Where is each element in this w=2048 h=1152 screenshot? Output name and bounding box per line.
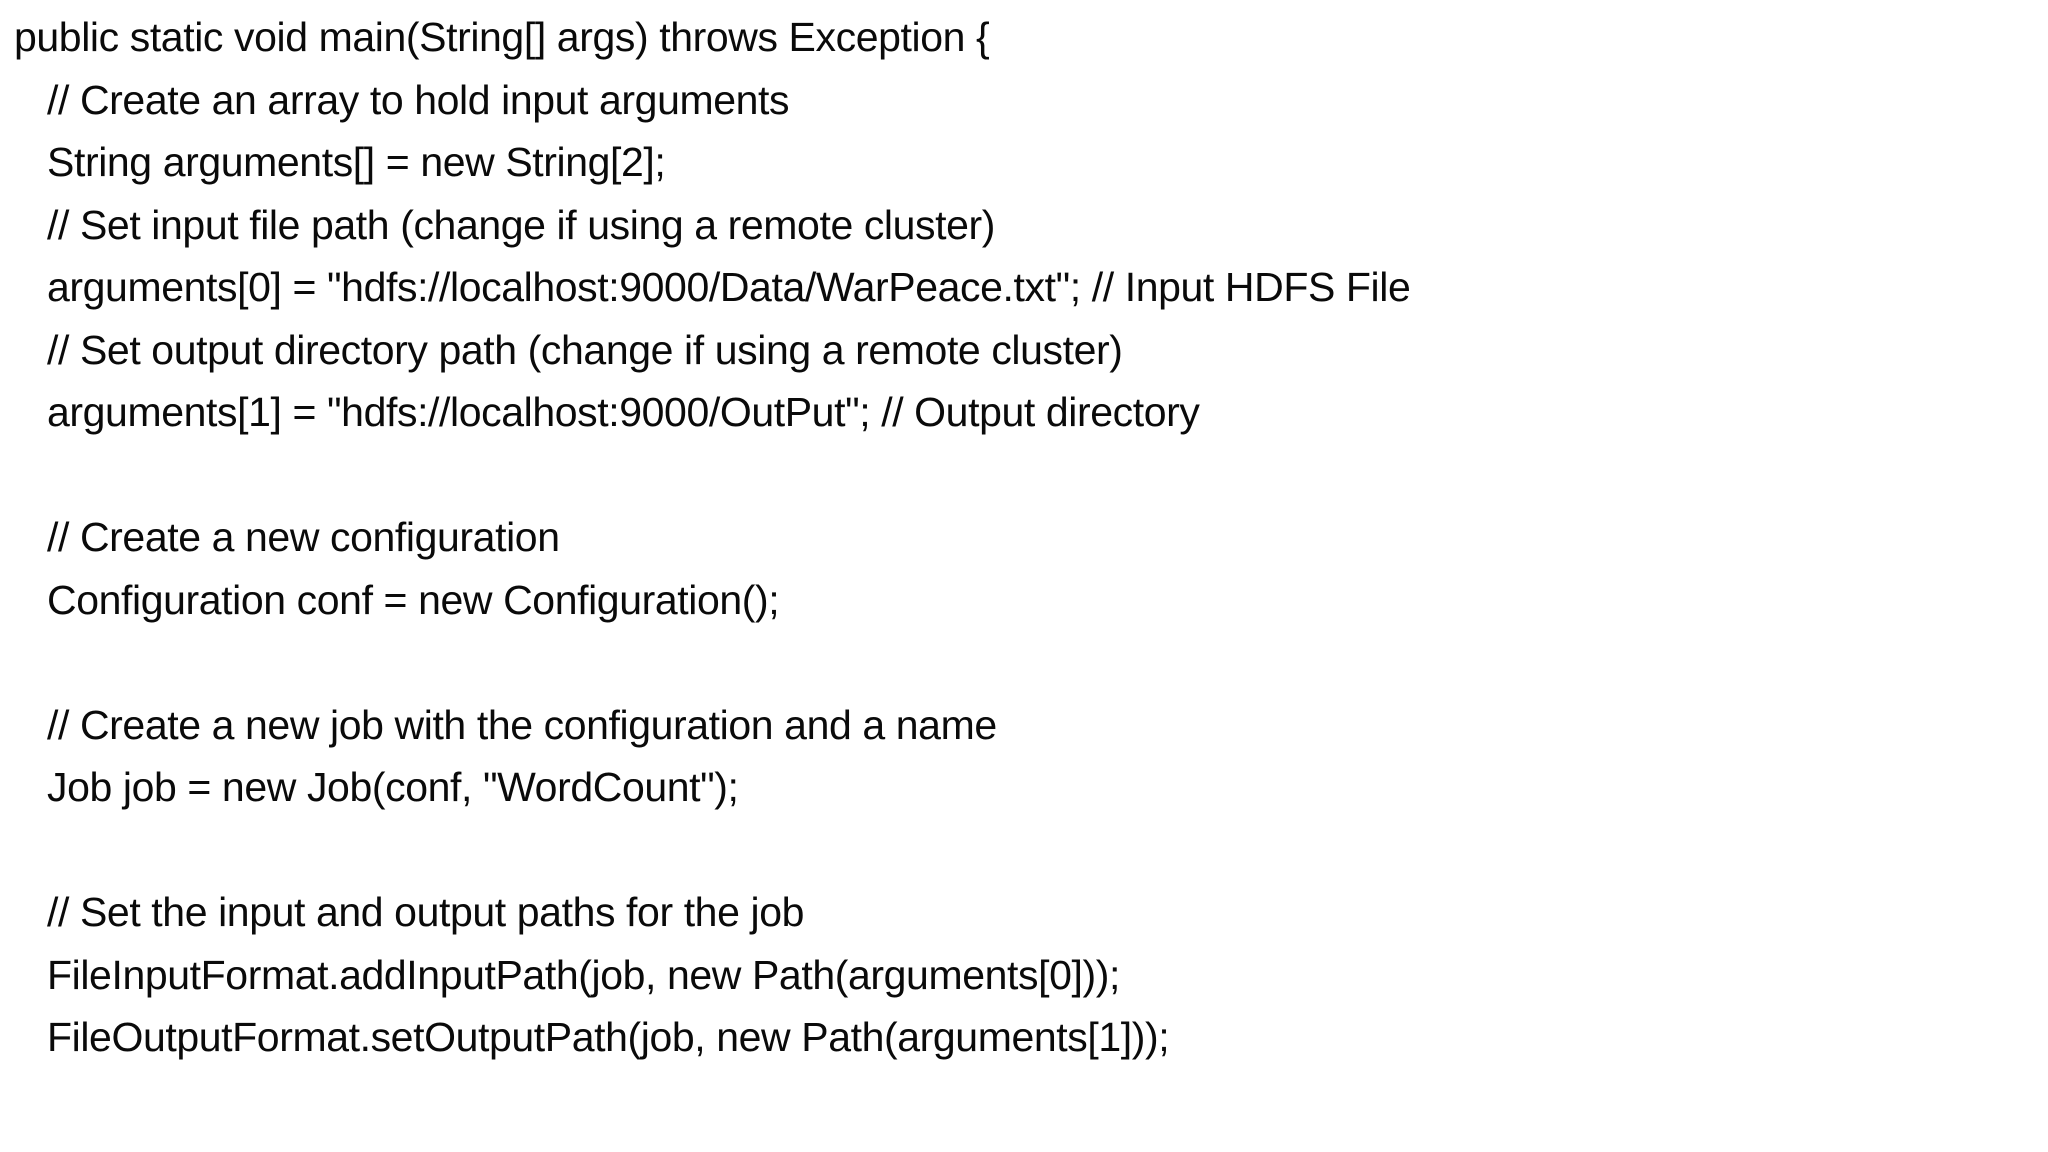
code-line: FileInputFormat.addInputPath(job, new Pa… — [47, 951, 1120, 998]
code-line: public static void main(String[] args) t… — [14, 14, 990, 60]
code-line: String arguments[] = new String[2]; — [47, 139, 666, 185]
code-snippet: public static void main(String[] args) t… — [14, 14, 2048, 1060]
code-line: // Create a new configuration — [47, 514, 560, 560]
code-line: arguments[1] = "hdfs://localhost:9000/Ou… — [47, 389, 1200, 435]
code-line: // Create a new job with the configurati… — [47, 701, 997, 748]
code-line-blank — [14, 444, 2048, 507]
code-line-blank — [14, 819, 2048, 882]
code-line: // Set the input and output paths for th… — [47, 889, 804, 935]
code-line: Job job = new Job(conf, "WordCount"); — [47, 764, 739, 810]
code-line: // Create an array to hold input argumen… — [47, 76, 790, 123]
code-line: FileOutputFormat.setOutputPath(job, new … — [47, 1014, 1170, 1060]
code-line: // Set input file path (change if using … — [47, 201, 996, 248]
code-line: arguments[0] = "hdfs://localhost:9000/Da… — [47, 264, 1411, 310]
code-line-blank — [14, 631, 2048, 694]
code-line: Configuration conf = new Configuration()… — [47, 576, 780, 623]
code-line: // Set output directory path (change if … — [47, 326, 1123, 373]
